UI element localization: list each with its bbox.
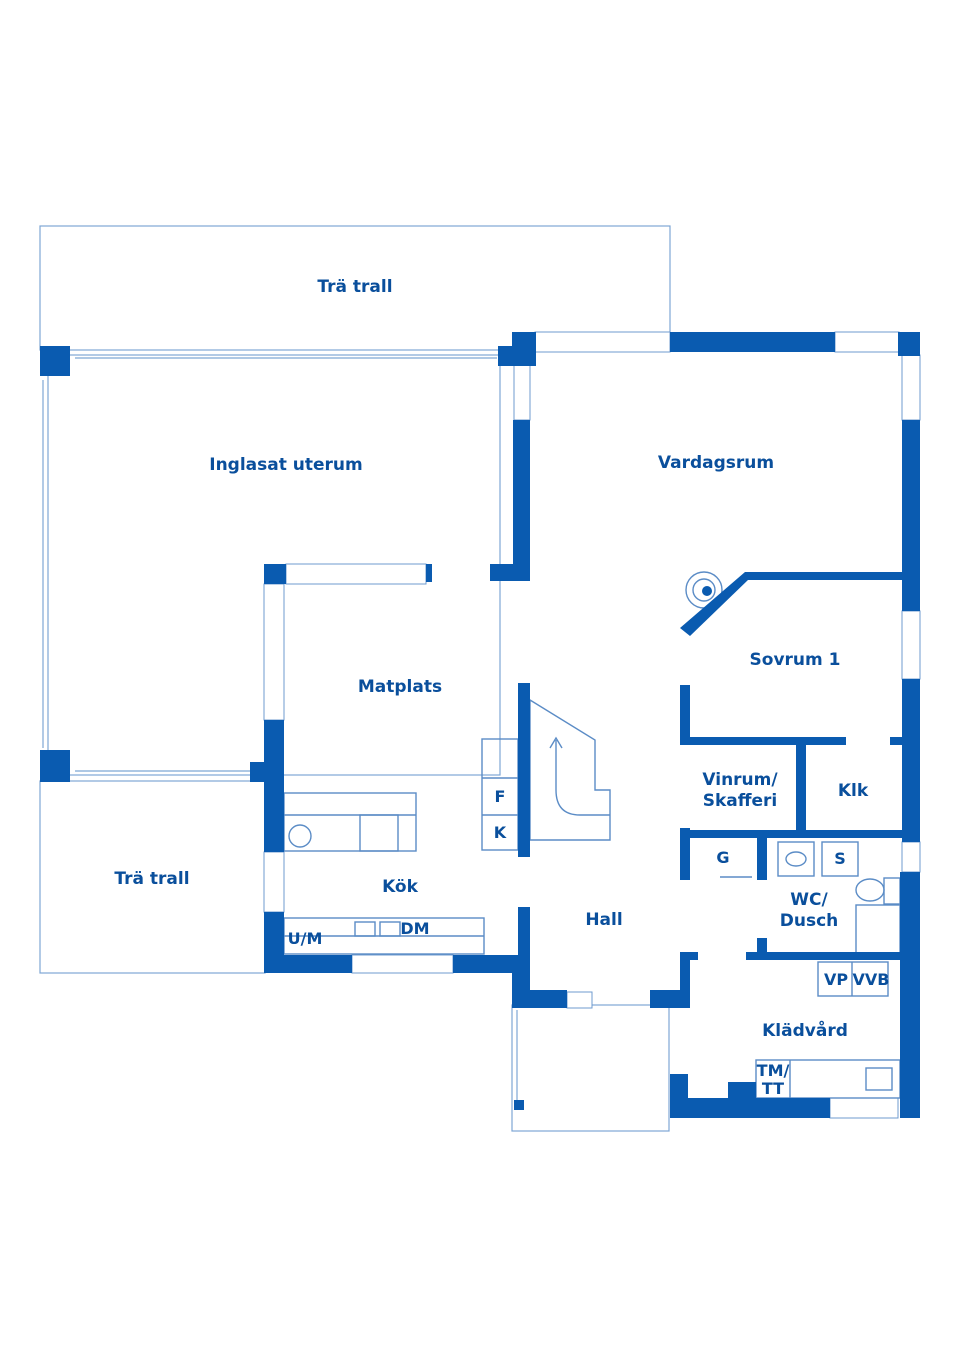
wall: [728, 1082, 756, 1102]
wall: [898, 332, 920, 356]
wall: [680, 685, 690, 740]
fireplace-ring: [692, 578, 716, 602]
room-labels: Trä trall Inglasat uterum Vardagsrum Sov…: [114, 277, 868, 1041]
room-label-inglasat-uterum: Inglasat uterum: [209, 455, 363, 475]
deck-top-outline: [39, 225, 671, 351]
wall: [757, 838, 767, 880]
washbasin-bowl: [785, 851, 807, 867]
fixture-labels: F K G S U/M DM VP VVB TM/ TT: [288, 787, 890, 1098]
room-label-vinrum: Vinrum/: [702, 770, 778, 790]
fixture-label-f: F: [495, 787, 506, 806]
wall: [670, 1098, 830, 1118]
fixture-label-um: U/M: [288, 929, 323, 948]
wall: [680, 572, 903, 636]
wall: [264, 564, 286, 584]
wall: [902, 679, 920, 842]
wall: [512, 990, 567, 1008]
fixture-label-k: K: [494, 823, 507, 842]
wall: [900, 872, 920, 1118]
wall: [40, 750, 70, 782]
window: [285, 563, 427, 585]
stair-arrow-head: [549, 736, 563, 749]
wall: [264, 720, 284, 852]
window: [901, 610, 921, 680]
room-label-klk: Klk: [838, 781, 869, 801]
window: [834, 331, 900, 353]
porch-outline: [511, 1004, 670, 1132]
wall: [890, 737, 902, 745]
room-label-dusch: Dusch: [780, 911, 839, 931]
wall: [680, 830, 902, 838]
kitchen-island: [283, 792, 417, 852]
room-label-vardagsrum: Vardagsrum: [658, 453, 774, 473]
wall: [264, 955, 352, 973]
staircase: [529, 698, 611, 841]
wall: [680, 828, 690, 880]
fixture-label-vp: VP: [824, 970, 848, 989]
fixture-label-tt: TT: [762, 1079, 784, 1098]
shower: [821, 841, 859, 877]
wall: [250, 762, 270, 782]
wall: [746, 952, 900, 960]
thin-outlines: [39, 225, 921, 1132]
room-label-kladvard: Klädvård: [762, 1019, 848, 1041]
laundry-sink: [865, 1067, 893, 1091]
wall: [670, 332, 835, 352]
wall: [453, 955, 528, 973]
fixture-label-vvb: VVB: [853, 970, 890, 989]
room-label-kok: Kök: [382, 877, 419, 897]
wall: [680, 952, 698, 960]
cooktop: [359, 814, 399, 852]
window: [263, 583, 285, 721]
room-label-tra-trall-top: Trä trall: [317, 277, 392, 297]
window: [351, 954, 454, 974]
wall: [490, 564, 530, 581]
appliance: [379, 921, 401, 937]
stair-arrow-path: [555, 740, 610, 816]
room-label-sovrum-1: Sovrum 1: [750, 650, 841, 670]
laundry-units: [817, 961, 889, 997]
fixture-label-dm: DM: [400, 919, 429, 938]
wall: [514, 1100, 524, 1110]
wall: [680, 737, 846, 745]
wall: [518, 907, 530, 973]
fireplace-core: [702, 586, 712, 596]
walls: [40, 332, 920, 1118]
toilet: [855, 878, 885, 902]
wall: [513, 420, 530, 580]
window: [534, 331, 671, 353]
fixture-label-tm: TM/: [757, 1061, 790, 1080]
wall: [40, 346, 70, 376]
wall: [680, 952, 690, 1008]
wall: [518, 683, 530, 857]
sink-bowl: [288, 824, 312, 848]
window: [263, 851, 285, 913]
room-label-matplats: Matplats: [358, 677, 442, 697]
wall: [757, 938, 767, 958]
wall: [902, 420, 920, 611]
window: [513, 364, 531, 421]
window: [566, 991, 593, 1009]
fixture-label-s: S: [834, 849, 846, 868]
wall: [796, 741, 806, 831]
washbasin: [777, 841, 815, 877]
room-label-skafferi: Skafferi: [703, 791, 778, 811]
wall: [498, 346, 522, 366]
appliance: [354, 921, 376, 937]
window: [901, 354, 921, 421]
window: [901, 841, 921, 873]
room-label-hall: Hall: [585, 910, 622, 930]
fixture-label-g: G: [716, 848, 729, 867]
wall: [426, 564, 432, 582]
toilet-tank: [883, 877, 901, 905]
window: [829, 1097, 899, 1119]
shower-tray: [855, 904, 901, 954]
room-label-wc: WC/: [790, 890, 828, 910]
room-label-tra-trall-left: Trä trall: [114, 869, 189, 889]
